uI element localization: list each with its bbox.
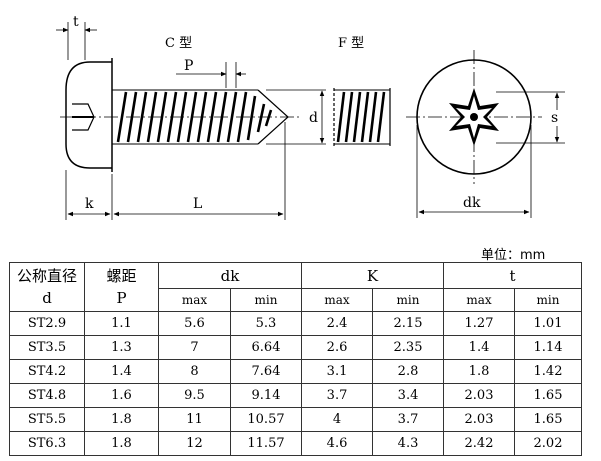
dimension-dk <box>416 125 532 218</box>
label-L: L <box>193 196 202 212</box>
table-cell: 2.42 <box>443 431 516 456</box>
table-cell: 3.7 <box>301 383 374 408</box>
table-row: ST4.8 1.6 9.5 9.14 3.7 3.4 2.03 1.65 <box>9 383 583 408</box>
table-cell: 1.14 <box>514 335 583 360</box>
side-view-screw <box>60 58 300 172</box>
table-row: ST3.5 1.3 7 6.64 2.6 2.35 1.4 1.14 <box>9 335 583 360</box>
table-cell: 2.03 <box>443 383 516 408</box>
table-cell: 2.6 <box>301 335 374 360</box>
table-cell: 1.01 <box>514 311 583 336</box>
header-dk: dk <box>157 262 303 289</box>
table-cell: 4.3 <box>372 431 445 456</box>
table-cell: 8 <box>158 359 231 384</box>
table-cell: 3.4 <box>372 383 445 408</box>
label-t: t <box>73 14 79 30</box>
table-cell: 11 <box>158 407 231 432</box>
dimension-d <box>266 89 326 145</box>
table-cell: 4.6 <box>301 431 374 456</box>
table-cell: 1.42 <box>514 359 583 384</box>
table-cell: 2.35 <box>372 335 445 360</box>
table-row: ST4.2 1.4 8 7.64 3.1 2.8 1.8 1.42 <box>9 359 583 384</box>
table-cell: 4 <box>301 407 374 432</box>
dimension-t <box>56 22 97 60</box>
header-k: K <box>301 262 445 289</box>
subheader-min: min <box>514 288 583 312</box>
table-row: ST6.3 1.8 12 11.57 4.6 4.3 2.42 2.02 <box>9 431 583 456</box>
table-cell: 2.15 <box>372 311 445 336</box>
table-cell: 10.57 <box>229 407 303 432</box>
table-cell: ST4.2 <box>9 359 85 384</box>
table-cell: 12 <box>158 431 231 456</box>
table-cell: 2.03 <box>443 407 516 432</box>
subheader-max: max <box>443 288 516 312</box>
table-cell: 2.02 <box>514 431 583 456</box>
table-cell: 1.8 <box>84 407 159 432</box>
table-cell: ST2.9 <box>9 311 85 336</box>
table-cell: 1.4 <box>443 335 516 360</box>
label-c-type: C 型 <box>165 36 192 51</box>
table-cell: 2.4 <box>301 311 374 336</box>
table-cell: 11.57 <box>229 431 303 456</box>
f-type-thread <box>333 88 391 146</box>
table-cell: ST4.8 <box>9 383 85 408</box>
table-cell: 1.65 <box>514 383 583 408</box>
table-cell: 1.1 <box>84 311 159 336</box>
screw-technical-drawing: t C 型 P d k L F 型 <box>56 14 565 220</box>
header-t: t <box>443 262 583 289</box>
label-s: s <box>551 110 558 126</box>
label-d: d <box>309 110 318 126</box>
table-cell: 7.64 <box>229 359 303 384</box>
table-cell: 1.27 <box>443 311 516 336</box>
table-cell: 1.4 <box>84 359 159 384</box>
six-lobe-drive-recess <box>449 88 499 146</box>
table-cell: 1.6 <box>84 383 159 408</box>
table-cell: ST5.5 <box>9 407 85 432</box>
table-cell: 3.1 <box>301 359 374 384</box>
dimension-p <box>176 62 246 88</box>
subheader-max: max <box>301 288 374 312</box>
subheader-max: max <box>158 288 231 312</box>
table-row: ST2.9 1.1 5.6 5.3 2.4 2.15 1.27 1.01 <box>9 311 583 336</box>
label-k: k <box>85 196 94 212</box>
dimension-s <box>496 91 565 144</box>
subheader-min: min <box>229 288 303 312</box>
table-cell: 6.64 <box>229 335 303 360</box>
label-dk: dk <box>463 195 481 211</box>
table-cell: 5.3 <box>229 311 303 336</box>
unit-label: 单位：mm <box>481 248 546 263</box>
side-view-thread <box>116 91 273 143</box>
table-cell: 9.5 <box>158 383 231 408</box>
table-cell: 1.3 <box>84 335 159 360</box>
table-cell: ST6.3 <box>9 431 85 456</box>
table-cell: 2.8 <box>372 359 445 384</box>
table-cell: 1.65 <box>514 407 583 432</box>
table-cell: 9.14 <box>229 383 303 408</box>
table-cell: ST3.5 <box>9 335 85 360</box>
label-p: P <box>184 58 193 74</box>
dimension-k-l <box>65 122 286 220</box>
table-cell: 1.8 <box>443 359 516 384</box>
table-row: ST5.5 1.8 11 10.57 4 3.7 2.03 1.65 <box>9 407 583 432</box>
subheader-min: min <box>372 288 445 312</box>
table-cell: 3.7 <box>372 407 445 432</box>
table-cell: 5.6 <box>158 311 231 336</box>
table-cell: 7 <box>158 335 231 360</box>
table-cell: 1.8 <box>84 431 159 456</box>
label-f-type: F 型 <box>338 36 364 51</box>
